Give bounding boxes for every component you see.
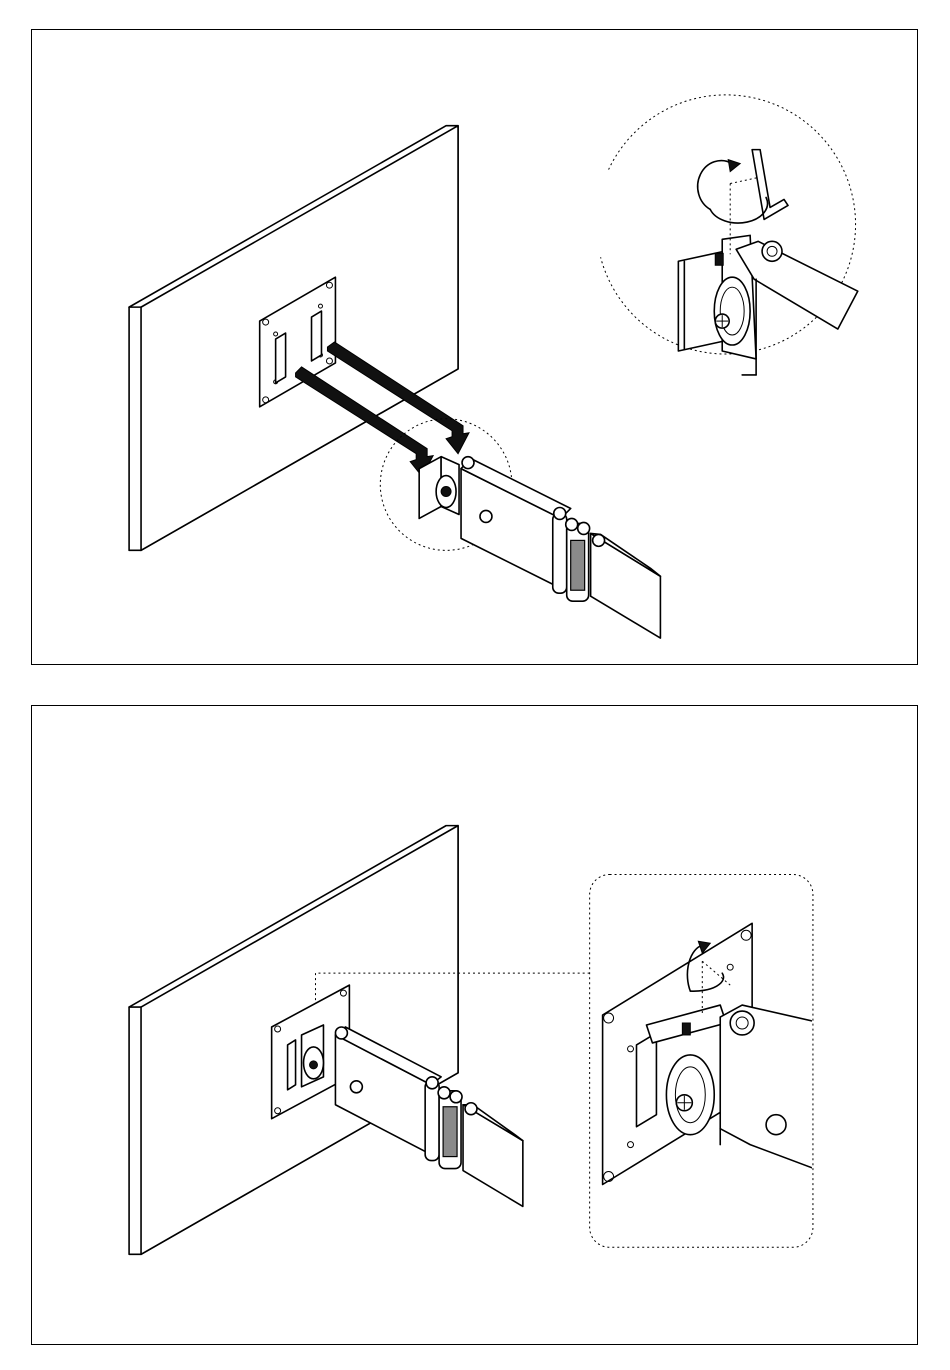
panel-monitor-attached xyxy=(31,705,918,1345)
panel-2-illustration xyxy=(32,706,917,1344)
hex-key-icon xyxy=(752,150,788,220)
detail-view-2 xyxy=(590,874,830,1247)
panel-attach-monitor xyxy=(31,29,918,665)
panel-1-illustration xyxy=(32,30,917,664)
monitor-arm-icon xyxy=(419,457,660,638)
detail-view-1 xyxy=(601,95,858,375)
